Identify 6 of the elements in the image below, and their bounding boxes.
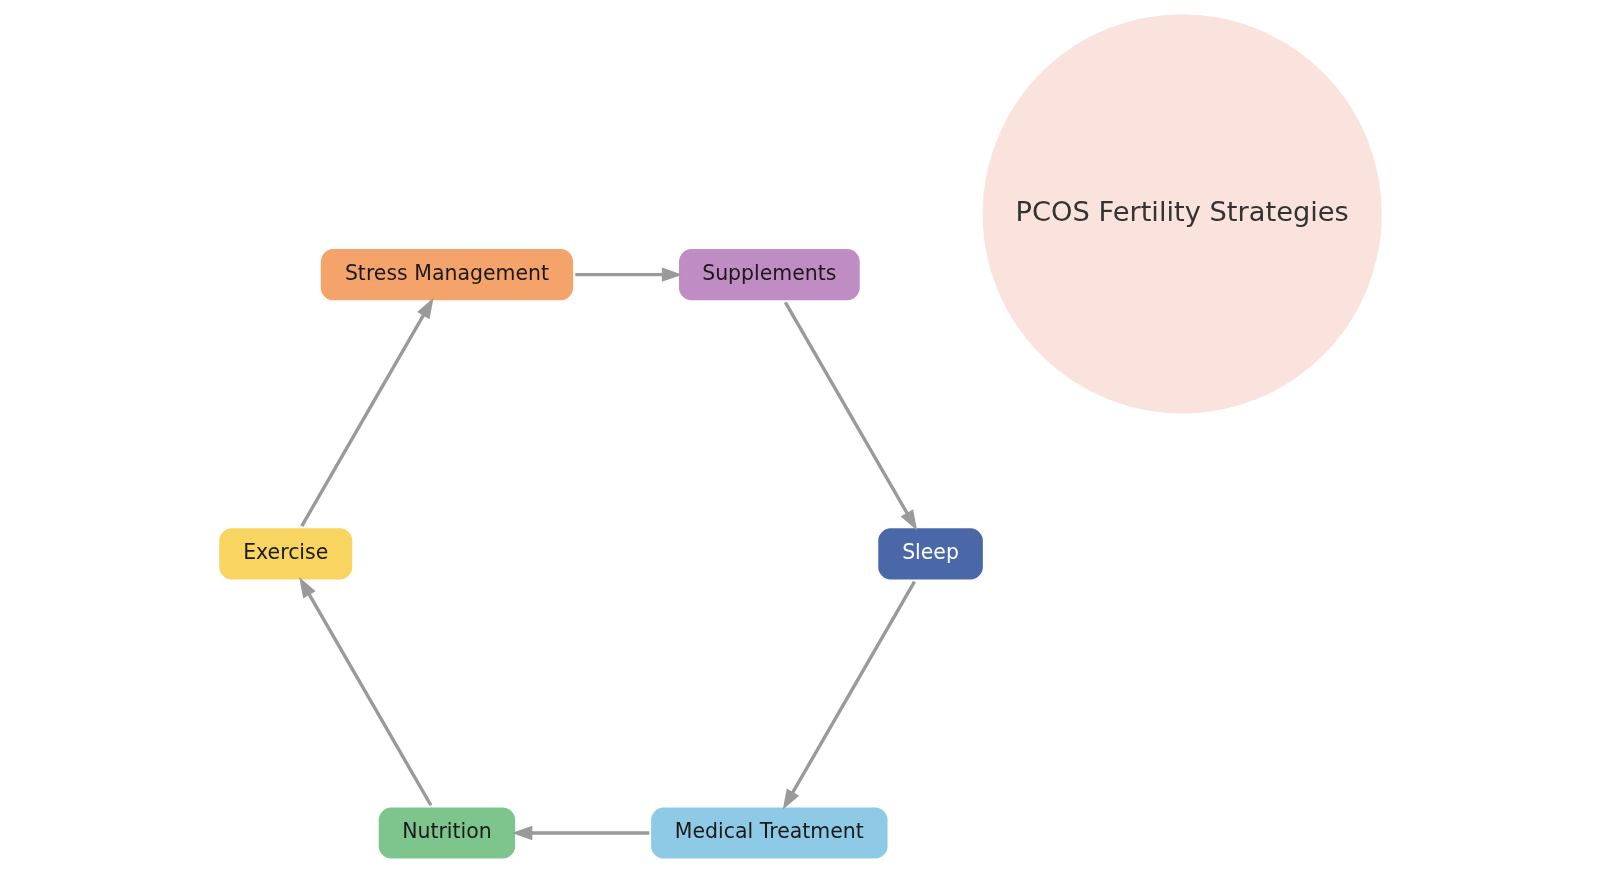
arrow xyxy=(783,301,917,531)
arrow xyxy=(511,825,649,841)
arrow xyxy=(299,297,434,527)
arrow xyxy=(298,577,432,807)
arrow xyxy=(782,580,916,810)
arrow xyxy=(574,267,682,282)
